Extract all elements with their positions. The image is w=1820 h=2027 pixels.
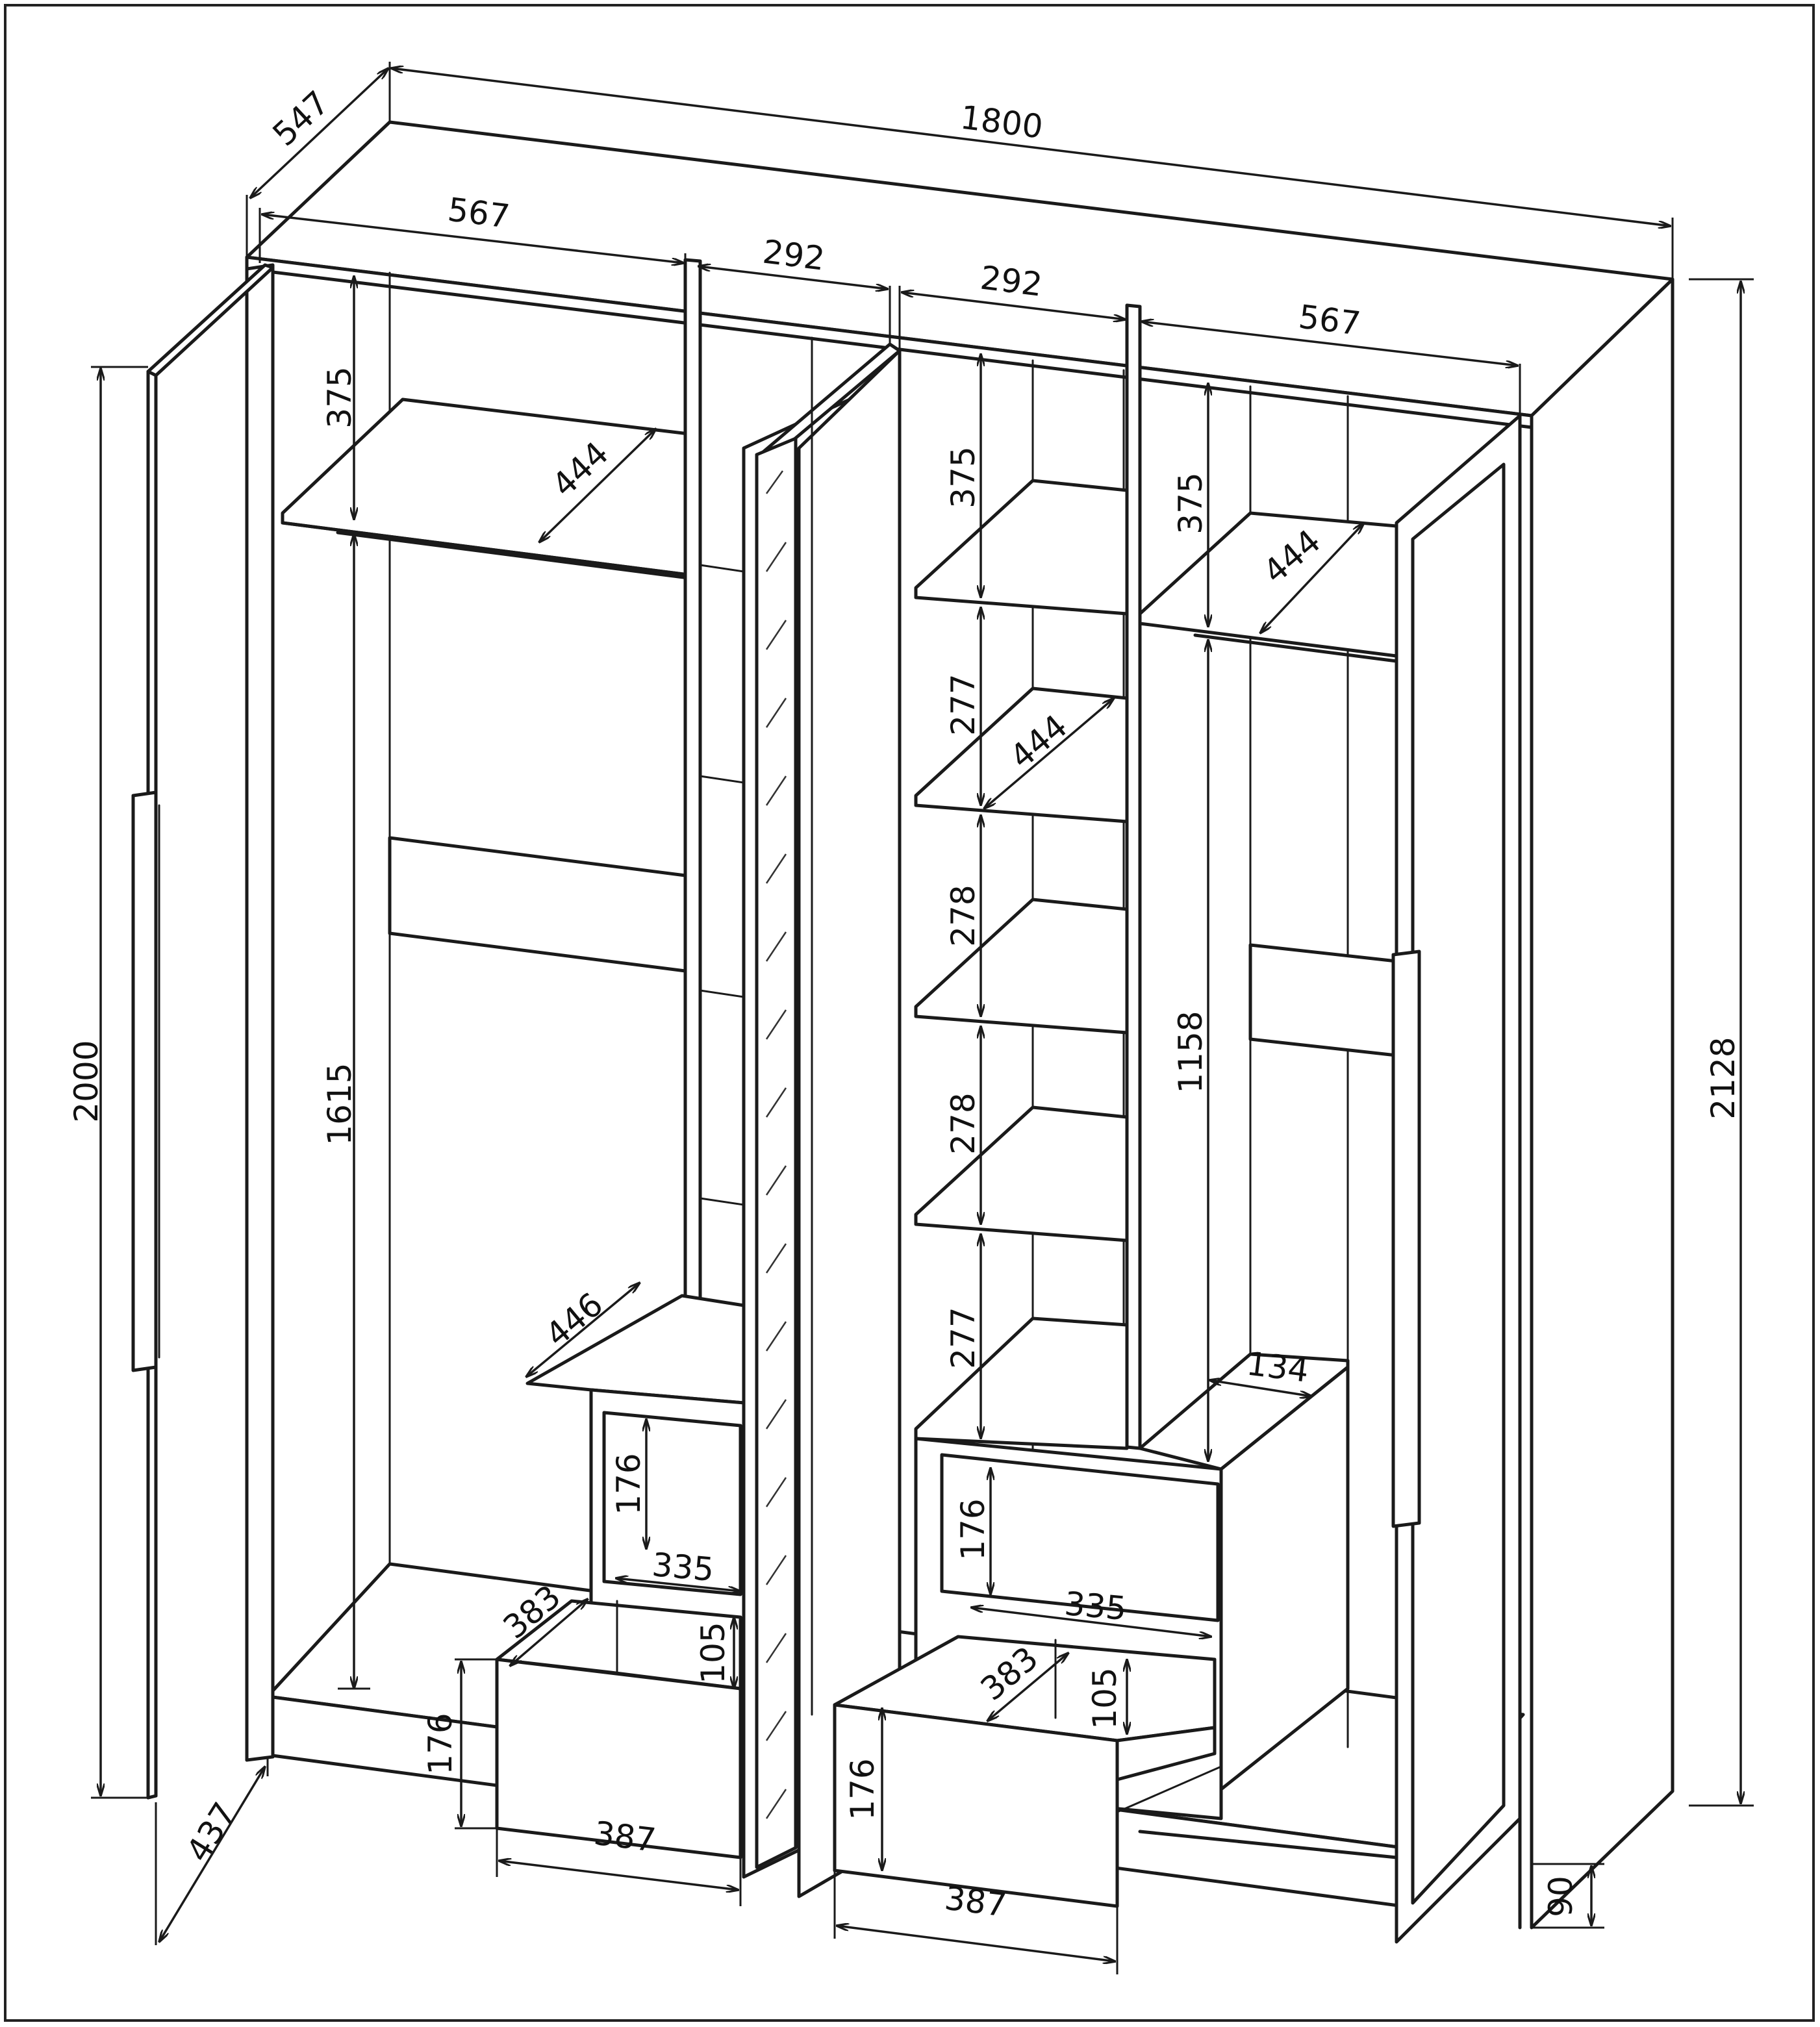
right-bottom-edge <box>1138 1830 1398 1859</box>
dim-line-567-right <box>1141 321 1518 366</box>
right-side-panel <box>1530 277 1675 1930</box>
label-1158: 1158 <box>1172 1011 1209 1093</box>
label-437: 437 <box>179 1796 244 1869</box>
mirror-glass <box>755 436 798 1869</box>
label-292-right: 292 <box>978 259 1044 304</box>
left-center-divider <box>683 258 702 1405</box>
label-278-center-b: 278 <box>944 1092 982 1154</box>
label-375-center: 375 <box>944 446 982 508</box>
dim-line-444-center <box>984 698 1114 809</box>
dim-line-292-left <box>698 266 888 289</box>
label-176-right-lower: 176 <box>844 1758 881 1820</box>
label-387-right: 387 <box>942 1880 1009 1924</box>
label-277-center-top: 277 <box>944 674 982 735</box>
center-drawer-runner <box>1116 1765 1222 1813</box>
label-567-right: 567 <box>1296 298 1363 343</box>
dim-line-1800 <box>391 68 1671 226</box>
left-door-handle[interactable] <box>131 790 158 1372</box>
right-door <box>1391 414 1522 1944</box>
top-panel <box>245 120 1675 418</box>
right-door-handle[interactable] <box>1391 950 1421 1528</box>
label-335-right: 335 <box>1063 1585 1128 1628</box>
dim-line-437 <box>159 1767 265 1942</box>
dim-line-335-left <box>616 1578 740 1591</box>
center-door-leaf <box>797 349 902 1898</box>
label-547: 547 <box>266 84 336 154</box>
right-block-front <box>1219 1365 1350 1791</box>
dim-line-387-left <box>499 1861 739 1890</box>
left-top-shelf-front <box>281 521 690 577</box>
left-divider-shelf-4 <box>699 1197 745 1206</box>
dim-line-292-right <box>902 292 1126 320</box>
label-1615: 1615 <box>321 1063 359 1145</box>
label-176-right-upper: 176 <box>954 1498 992 1560</box>
label-176-left-upper: 176 <box>610 1453 648 1515</box>
center-lower-drawer-side <box>1115 1726 1217 1781</box>
label-387-left: 387 <box>592 1815 658 1859</box>
dim-line-335-right <box>971 1607 1211 1637</box>
label-292-left: 292 <box>761 233 827 278</box>
mirror-door[interactable] <box>742 342 902 1898</box>
dimension-lines <box>91 62 1754 1974</box>
dim-line-567-left <box>262 214 684 263</box>
figure-border <box>4 4 1815 2022</box>
dim-line-444-left <box>539 429 656 542</box>
label-2000: 2000 <box>68 1040 105 1122</box>
label-278-center-a: 278 <box>944 885 982 946</box>
right-back-band <box>1248 943 1398 1057</box>
left-divider-shelf-2 <box>699 775 745 784</box>
left-divider-shelf-1 <box>699 564 745 573</box>
label-105-right: 105 <box>1086 1667 1124 1729</box>
label-2128: 2128 <box>1704 1037 1742 1119</box>
left-side-panel <box>245 263 275 1762</box>
label-335-left: 335 <box>650 1546 715 1589</box>
left-divider-shelf-3 <box>699 989 745 998</box>
label-567-left: 567 <box>446 191 512 236</box>
left-hanging-rail <box>336 531 690 580</box>
mirror-reflection-marks <box>765 470 787 1819</box>
label-375-left: 375 <box>321 366 359 428</box>
dim-line-383-right <box>987 1653 1068 1721</box>
label-176-left-lower: 176 <box>422 1713 459 1774</box>
label-134: 134 <box>1245 1345 1311 1390</box>
center-right-divider <box>1125 303 1142 1450</box>
dim-line-387-right <box>837 1926 1115 1961</box>
right-door-inset <box>1411 462 1506 1905</box>
label-105-left: 105 <box>694 1622 732 1683</box>
dim-line-444-right <box>1260 523 1364 633</box>
dim-line-134 <box>1209 1380 1312 1396</box>
dim-line-547 <box>250 68 388 198</box>
right-hanging-rail <box>1193 633 1398 663</box>
label-90: 90 <box>1542 1876 1580 1917</box>
label-375-right: 375 <box>1172 472 1209 534</box>
label-277-center-bottom: 277 <box>944 1307 982 1368</box>
left-back-band <box>388 836 687 973</box>
center-upper-drawer <box>940 1453 1220 1622</box>
dim-line-383-left <box>510 1599 588 1666</box>
dim-line-446 <box>526 1283 640 1377</box>
